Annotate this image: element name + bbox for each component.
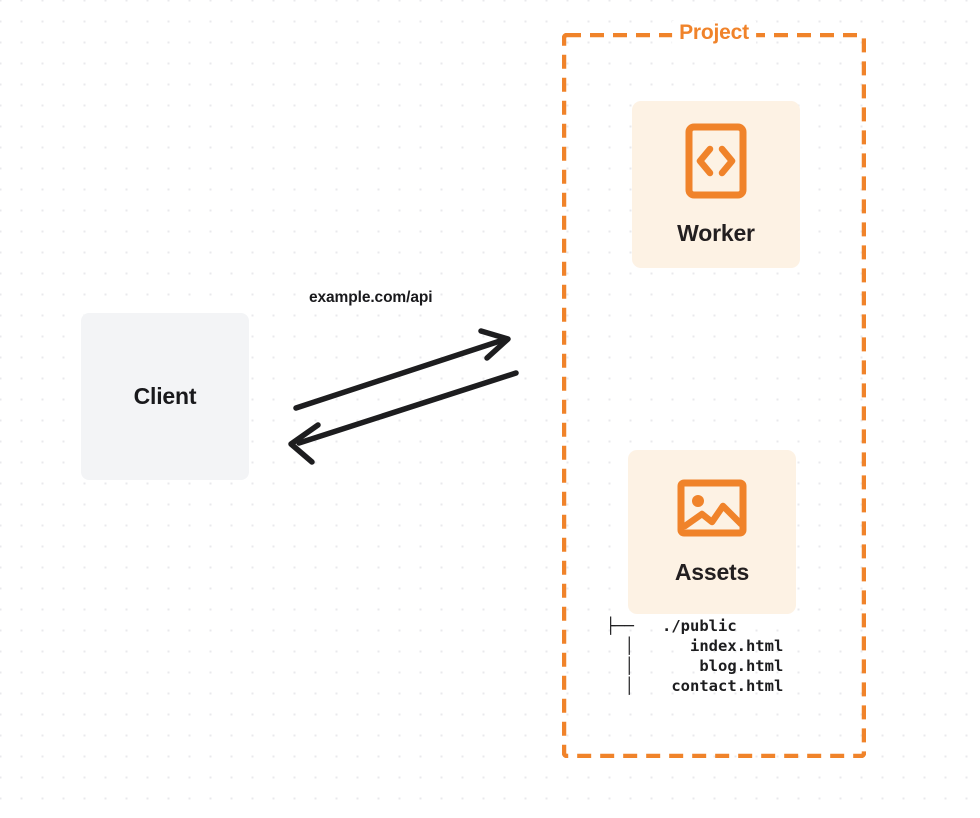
worker-node-label: Worker — [677, 219, 755, 246]
image-icon — [677, 478, 747, 543]
file-tree-line: │ index.html — [606, 637, 784, 655]
worker-node: Worker — [632, 101, 800, 268]
project-title: Project — [672, 21, 756, 45]
connection-label: example.com/api — [309, 289, 433, 306]
assets-node-label: Assets — [674, 559, 750, 585]
project-group: Project Worker Assets — [562, 21, 866, 758]
client-node: Client — [81, 313, 249, 480]
asset-file-tree: ├── ./public │ index.html │ blog.html │ … — [606, 616, 783, 696]
client-node-label: Client — [133, 383, 197, 409]
file-tree-line: │ blog.html — [606, 657, 784, 675]
response-arrow — [288, 370, 519, 465]
file-tree-line: ├── ./public — [606, 617, 737, 635]
code-brackets-icon — [685, 123, 747, 204]
file-tree-line: │ contact.html — [606, 677, 784, 695]
request-arrow — [293, 328, 511, 411]
assets-node: Assets — [628, 450, 796, 614]
